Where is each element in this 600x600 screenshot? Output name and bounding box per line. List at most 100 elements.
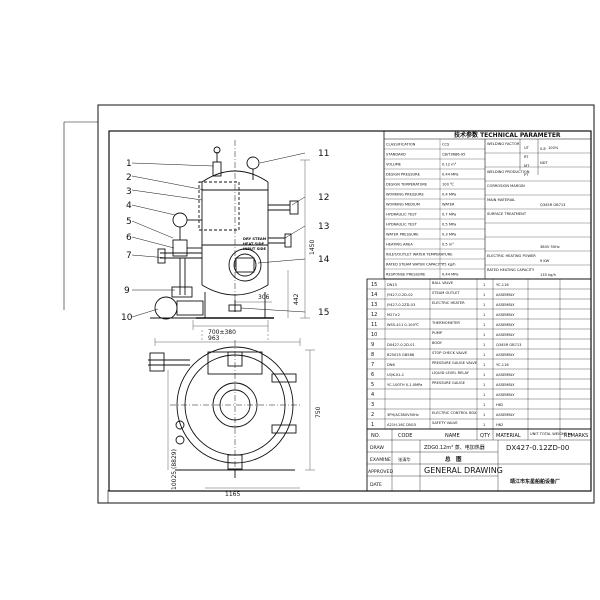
param-value: 0.44 MPa <box>442 173 458 177</box>
dim-width-front: 700±380 <box>208 329 236 336</box>
bom-row-material: H62 <box>496 403 503 407</box>
callout-11: 11 <box>318 149 329 159</box>
bom-row-qty: 1 <box>483 333 485 337</box>
param-right-label: MAIN MATERIAL <box>487 198 515 202</box>
bom-row-no: 10 <box>371 332 377 338</box>
bom-row-material: ASSEMBLY <box>496 353 515 357</box>
bom-row-code: YC-100TH 0-1.0MPa <box>387 383 422 387</box>
bom-row-no: 12 <box>371 312 377 318</box>
bom-row-qty: 1 <box>483 393 485 397</box>
bom-row-no: 8 <box>371 352 374 358</box>
top-view-drawing <box>148 338 315 489</box>
bom-row-no: 3 <box>371 402 374 408</box>
bom-row-material: YC-116 <box>496 283 509 287</box>
drawing-number: DX427-0.12ZD-00 <box>506 444 569 452</box>
param-label: HYDRAULIC TEST <box>386 223 418 227</box>
title-block-approved-label: APPROVED <box>368 469 393 475</box>
bom-row-material: Q345R GB713 <box>496 343 521 347</box>
bom-row-qty: 1 <box>483 323 485 327</box>
bom-row-material: H62 <box>496 423 503 427</box>
param-value: 75 kg/h <box>442 263 456 267</box>
bom-row-material: ASSEMBLY <box>496 303 515 307</box>
bom-row-no: 2 <box>371 412 374 418</box>
bom-row-code: 3PH/AC380V50Hz <box>387 413 419 417</box>
front-view-drawing <box>150 140 310 330</box>
bom-row-name: BODY <box>432 341 443 345</box>
bom-header-no: NO. <box>371 433 380 439</box>
title-block-draw-label: DRAW <box>370 445 384 451</box>
bom-row-no: 5 <box>371 382 374 388</box>
ndt-method: UT <box>524 146 530 150</box>
bom-row-name: BALL VALVE <box>432 281 454 285</box>
bom-row-material: ASSEMBLY <box>496 323 515 327</box>
callout-5: 5 <box>126 217 132 227</box>
bom-row-name: STOP CHECK VALVE <box>432 351 468 355</box>
bom-row-name: PUMP <box>432 331 443 335</box>
param-label: WORKING PRESSURE <box>386 193 425 197</box>
bom-row-qty: 1 <box>483 363 485 367</box>
callout-3: 3 <box>126 187 132 197</box>
param-right-label: ELECTRIC HEATING POWER <box>487 254 536 258</box>
callout-4: 4 <box>126 201 132 211</box>
ndt-method: PT <box>524 173 529 177</box>
param-right-label: CORROSION MARGIN <box>487 184 525 188</box>
title-block: DRAW EXAMINE 张清华 APPROVED DATE ZDG0.12m³… <box>366 428 592 492</box>
ndt-value: 100% <box>548 146 559 150</box>
param-value: 0.5 m² <box>442 243 454 247</box>
param-value: 0.5 MPa <box>442 223 456 227</box>
bom-row-material: ASSEMBLY <box>496 333 515 337</box>
param-label: VOLUME <box>386 163 402 167</box>
dim-306: 306 <box>258 294 270 301</box>
bom-row-qty: 1 <box>483 413 485 417</box>
projection-lines <box>201 330 269 340</box>
dim-side: 10025 (8829) <box>171 449 178 490</box>
param-right-value: 0.8 <box>540 147 546 151</box>
bom-row-code: A21H-16C DN15 <box>387 423 416 427</box>
param-label: DESIGN TEMPERATURE <box>386 183 428 187</box>
dim-1165: 1165 <box>225 491 240 498</box>
callout-labels: 1 2 3 4 5 6 7 9 10 11 12 13 14 15 <box>121 149 330 323</box>
dim-750: 750 <box>315 406 322 418</box>
bom-row-qty: 1 <box>483 373 485 377</box>
bom-row-code: UQK-01-C <box>387 373 405 377</box>
ndt-method: RT <box>524 155 529 159</box>
param-label: STANDARD <box>386 153 406 157</box>
top-view-dimensions <box>154 338 315 489</box>
company-name: 靖江市东星船舶设备厂 <box>510 478 560 485</box>
title-block-examine-label: EXAMINE <box>370 457 391 463</box>
param-right-value: 135 kg/h <box>540 273 556 277</box>
param-label: INLET/OUTLET WATER TEMPERATURE <box>386 253 453 257</box>
bom-row-code: WSS-411 0-100℃ <box>387 323 419 327</box>
bom-row-name: SAFETY VALVE <box>432 421 458 425</box>
nameplate-text: DRY STEAM HEAT SIDE INPUT SIDE <box>243 237 267 251</box>
param-label: HYDRAULIC TEST <box>386 213 418 217</box>
callout-14: 14 <box>318 255 330 265</box>
callout-2: 2 <box>126 173 132 183</box>
bom-header-code: CODE <box>398 433 412 439</box>
bom-row-no: 13 <box>371 302 377 308</box>
bom-header-name: NAME <box>445 433 460 439</box>
drawing-type-en: GENERAL DRAWING <box>424 466 503 475</box>
bom-header: NO. CODE NAME QTY MATERIAL UNIT TOTAL WE… <box>371 432 588 439</box>
param-right-value: 380V 50Hz <box>540 245 560 249</box>
bom-row-qty: 1 <box>483 353 485 357</box>
param-value: 0.44 MPa <box>442 273 458 277</box>
bom-row-material: ASSEMBLY <box>496 413 515 417</box>
param-label: CLASSIFICATION <box>386 143 416 147</box>
param-right-value: NDT <box>540 161 548 165</box>
bom-row-name: ELECTRIC HEATER <box>432 301 465 305</box>
param-label: RATED STEAM WATER CAPACITY <box>386 263 444 267</box>
callout-7: 7 <box>126 251 132 261</box>
bom-row-no: 9 <box>371 342 374 348</box>
bom-header-weight: UNIT TOTAL WEIGHT kg <box>530 432 572 436</box>
callout-12: 12 <box>318 193 329 203</box>
bom-row-qty: 1 <box>483 423 485 427</box>
bom-row-no: 14 <box>371 292 377 298</box>
nameplate-line-2: HEAT SIDE <box>243 242 265 246</box>
param-value: 0.12 m³ <box>442 163 457 167</box>
bom-row-name: STEAM OUTLET <box>432 291 460 295</box>
callout-13: 13 <box>318 222 329 232</box>
